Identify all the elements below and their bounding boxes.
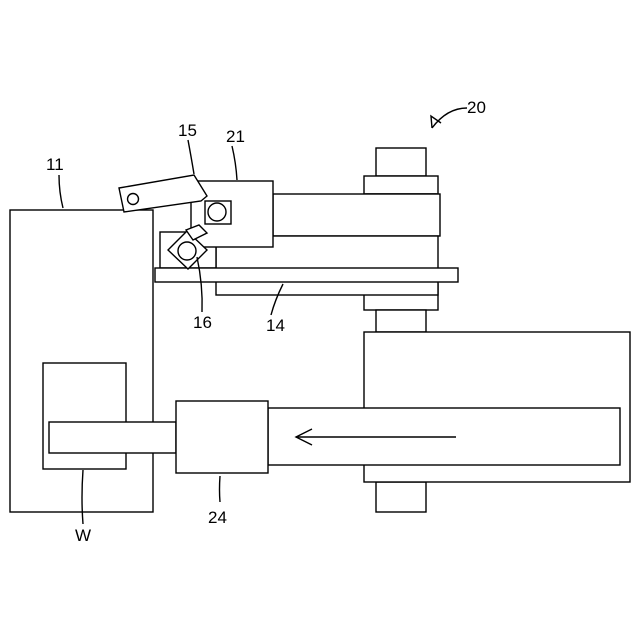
label-W: W	[75, 526, 91, 545]
support-arm	[273, 194, 440, 236]
label-14: 14	[266, 316, 285, 335]
push-rod	[49, 422, 176, 453]
label-11: 11	[46, 155, 64, 174]
leader-24	[220, 476, 221, 502]
leader-20-arrowhead	[431, 116, 441, 128]
leader-20	[432, 108, 467, 128]
label-21: 21	[226, 127, 245, 146]
label-15: 15	[178, 121, 197, 140]
leader-11	[59, 175, 63, 208]
label-20: 20	[467, 98, 486, 117]
leader-15	[188, 140, 194, 174]
roller	[208, 203, 226, 221]
label-16: 16	[193, 313, 212, 332]
leader-21	[232, 146, 237, 180]
carriage-24	[176, 401, 268, 473]
label-24: 24	[208, 508, 227, 527]
